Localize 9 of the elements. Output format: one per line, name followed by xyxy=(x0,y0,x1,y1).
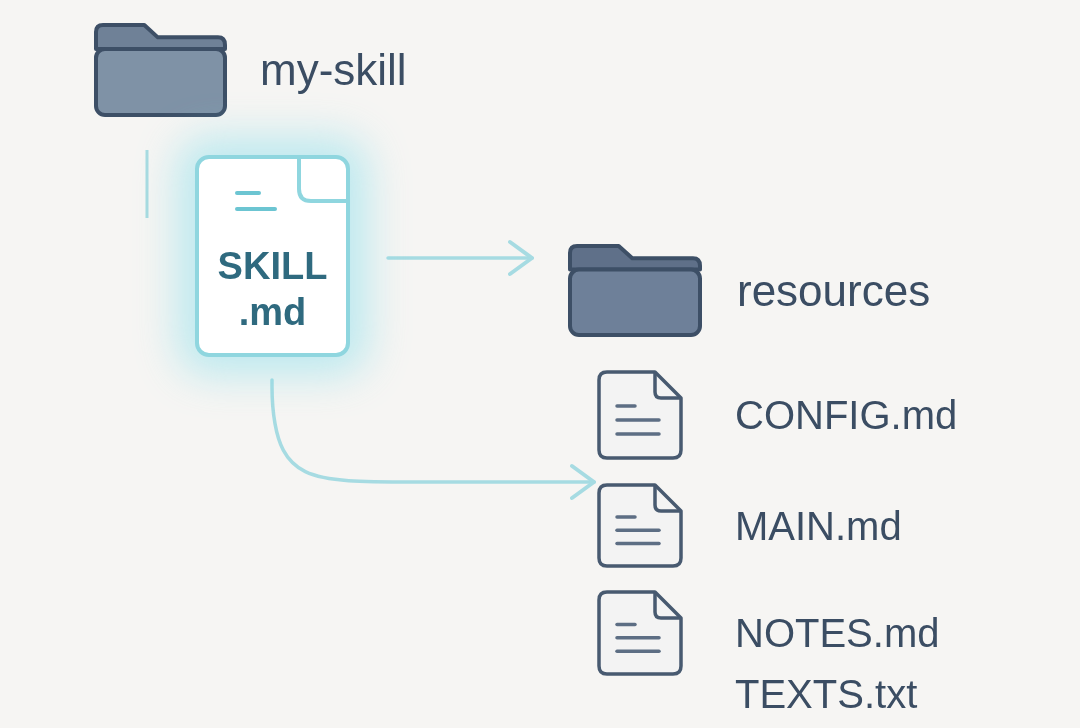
folder-name: resources xyxy=(737,268,931,313)
file-name: TEXTS.txt xyxy=(735,674,918,714)
file-name: NOTES.md xyxy=(735,613,940,653)
folder-name: my-skill xyxy=(260,48,407,92)
file-name: CONFIG.md xyxy=(735,395,958,435)
file-name: SKILL .md xyxy=(216,244,329,335)
arrow xyxy=(386,240,534,276)
file-name: MAIN.md xyxy=(735,505,902,546)
arrow xyxy=(270,378,596,500)
